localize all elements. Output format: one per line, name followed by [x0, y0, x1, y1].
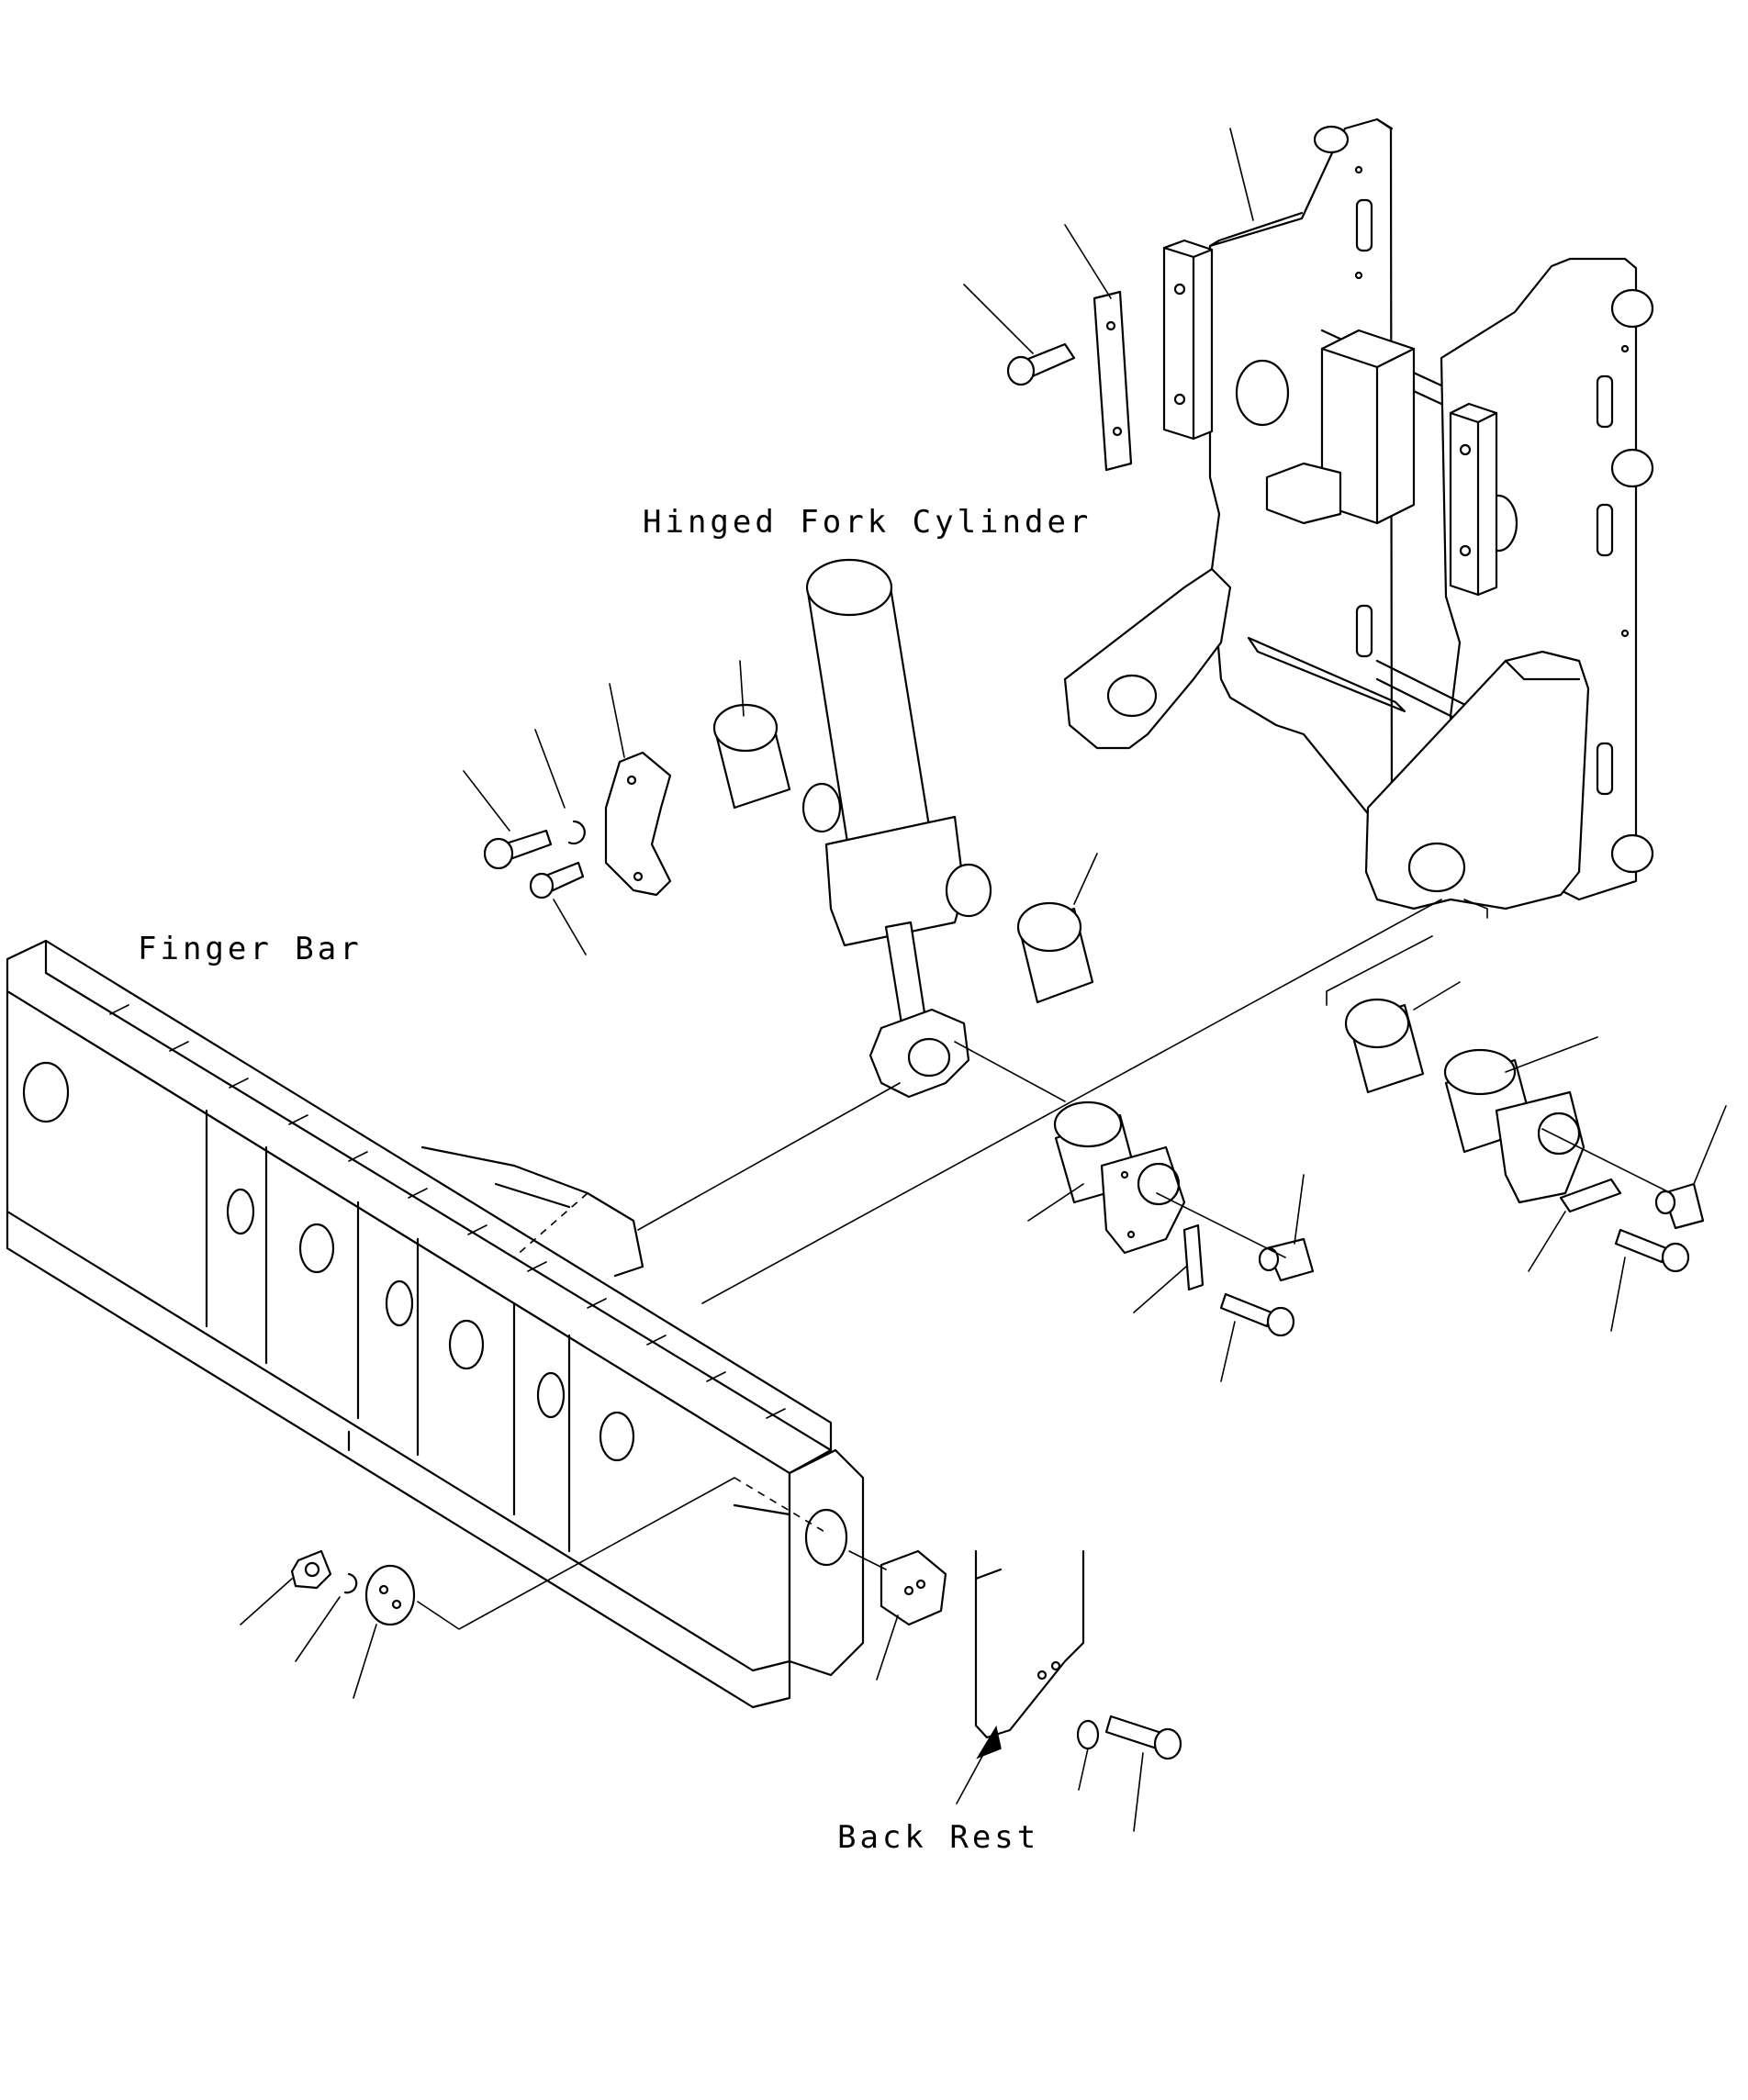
bushing-right — [1016, 901, 1094, 1004]
label-finger-bar: Finger Bar — [138, 931, 363, 967]
grease-elbow-right — [1654, 1182, 1705, 1230]
hinge-pin-right — [1443, 1048, 1586, 1204]
leader-lines — [240, 128, 1727, 1832]
carriage-frame — [1063, 117, 1654, 910]
bolt-clamp — [483, 829, 553, 870]
back-rest — [974, 1549, 1085, 1739]
washer-back-rest — [1076, 1719, 1100, 1750]
washer-plate-left — [364, 1564, 416, 1626]
bolt-back-rest — [1104, 1715, 1182, 1760]
bushing-far-right — [1344, 998, 1425, 1094]
snap-ring-clamp — [567, 820, 586, 845]
clamp-bracket — [604, 751, 672, 897]
bushing-upper — [712, 703, 791, 810]
grease-elbow-center — [1258, 1237, 1315, 1282]
bushing-finger-bar — [880, 1549, 947, 1626]
label-back-rest: Back Rest — [837, 1819, 1039, 1856]
bolt-top — [1006, 342, 1076, 386]
shim-plate-top — [1092, 290, 1133, 472]
grease-fitting-clamp — [529, 861, 585, 899]
lock-plate-center — [1182, 1223, 1205, 1291]
label-hinged-fork-cylinder: Hinged Fork Cylinder — [643, 504, 1092, 541]
finger-bar — [6, 939, 865, 1709]
snap-ring-left — [343, 1572, 358, 1594]
bolt-center-lower — [1219, 1292, 1295, 1337]
bolt-right-lower — [1614, 1228, 1690, 1273]
hinge-pin-center — [1053, 1100, 1186, 1255]
assembly-lines — [417, 899, 1672, 1630]
lock-plate-right — [1559, 1178, 1622, 1213]
hinged-fork-cylinder — [801, 558, 992, 1099]
nut-left — [290, 1549, 332, 1590]
